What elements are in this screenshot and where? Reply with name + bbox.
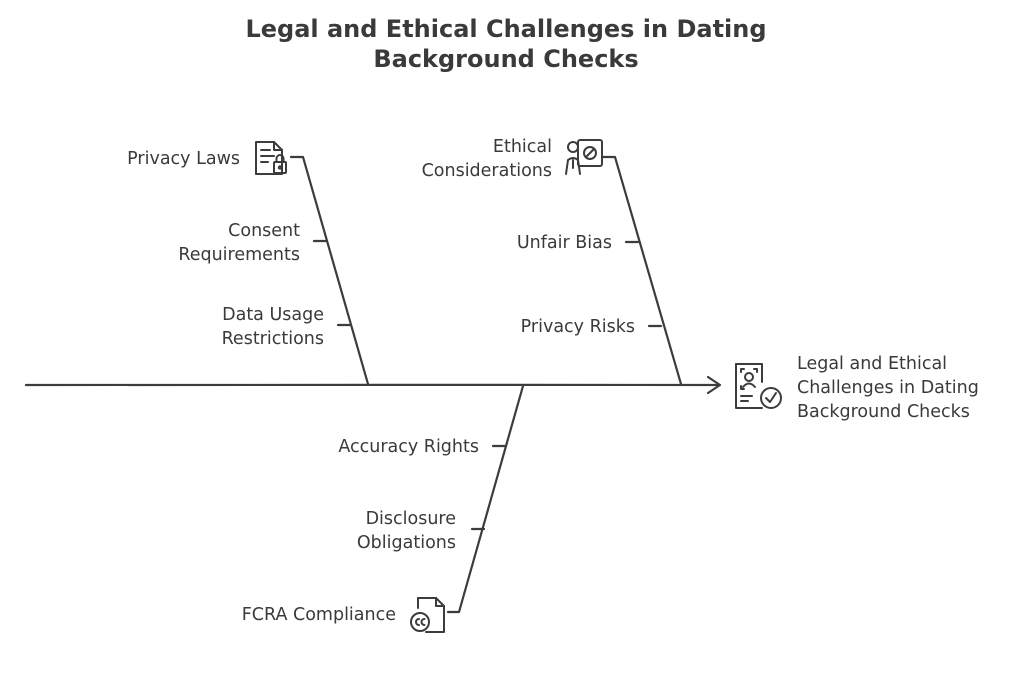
ethical-considerations-label: Ethical Considerations bbox=[422, 135, 552, 183]
ethical-considerations-line-1: Ethical bbox=[492, 137, 552, 157]
privacy-risks-label: Privacy Risks bbox=[520, 317, 635, 337]
data-usage-restrictions-label: Data Usage Restrictions bbox=[222, 303, 324, 351]
head-label: Legal and Ethical Challenges in Dating B… bbox=[797, 352, 979, 424]
unfair-bias-label: Unfair Bias bbox=[516, 233, 612, 253]
consent-requirements-line-2: Requirements bbox=[178, 245, 300, 265]
diagram-title-line-2: Background Checks bbox=[373, 45, 639, 73]
ethical-considerations-line-2: Considerations bbox=[421, 161, 552, 181]
data-usage-restrictions-line-1: Data Usage bbox=[222, 305, 324, 325]
privacy-laws-label: Privacy Laws bbox=[127, 149, 240, 169]
copyright-document-icon bbox=[410, 597, 445, 633]
disclosure-obligations-line-2: Obligations bbox=[356, 533, 456, 553]
branch-line-privacy-laws bbox=[289, 155, 370, 386]
consent-requirements-label: Consent Requirements bbox=[178, 219, 300, 267]
accuracy-rights-label: Accuracy Rights bbox=[338, 437, 479, 457]
spine-arrowhead bbox=[706, 375, 722, 395]
head-label-line-1: Legal and Ethical bbox=[797, 354, 948, 374]
head-label-line-3: Background Checks bbox=[797, 402, 970, 422]
person-ethics-icon bbox=[565, 139, 603, 175]
head-label-line-2: Challenges in Dating bbox=[797, 378, 979, 398]
diagram-title-line-1: Legal and Ethical Challenges in Dating bbox=[245, 15, 767, 43]
disclosure-obligations-line-1: Disclosure bbox=[365, 509, 456, 529]
branch-line-fcra-compliance bbox=[446, 384, 525, 614]
disclosure-obligations-label: Disclosure Obligations bbox=[357, 507, 456, 555]
background-check-approved-icon bbox=[735, 363, 782, 409]
diagram-title: Legal and Ethical Challenges in Dating B… bbox=[0, 14, 1012, 74]
consent-requirements-line-1: Consent bbox=[228, 221, 300, 241]
fcra-compliance-label: FCRA Compliance bbox=[241, 605, 396, 625]
data-usage-restrictions-line-2: Restrictions bbox=[221, 329, 324, 349]
spine-line bbox=[24, 383, 720, 387]
document-lock-icon bbox=[255, 141, 287, 175]
branch-line-ethical-considerations bbox=[601, 155, 683, 386]
